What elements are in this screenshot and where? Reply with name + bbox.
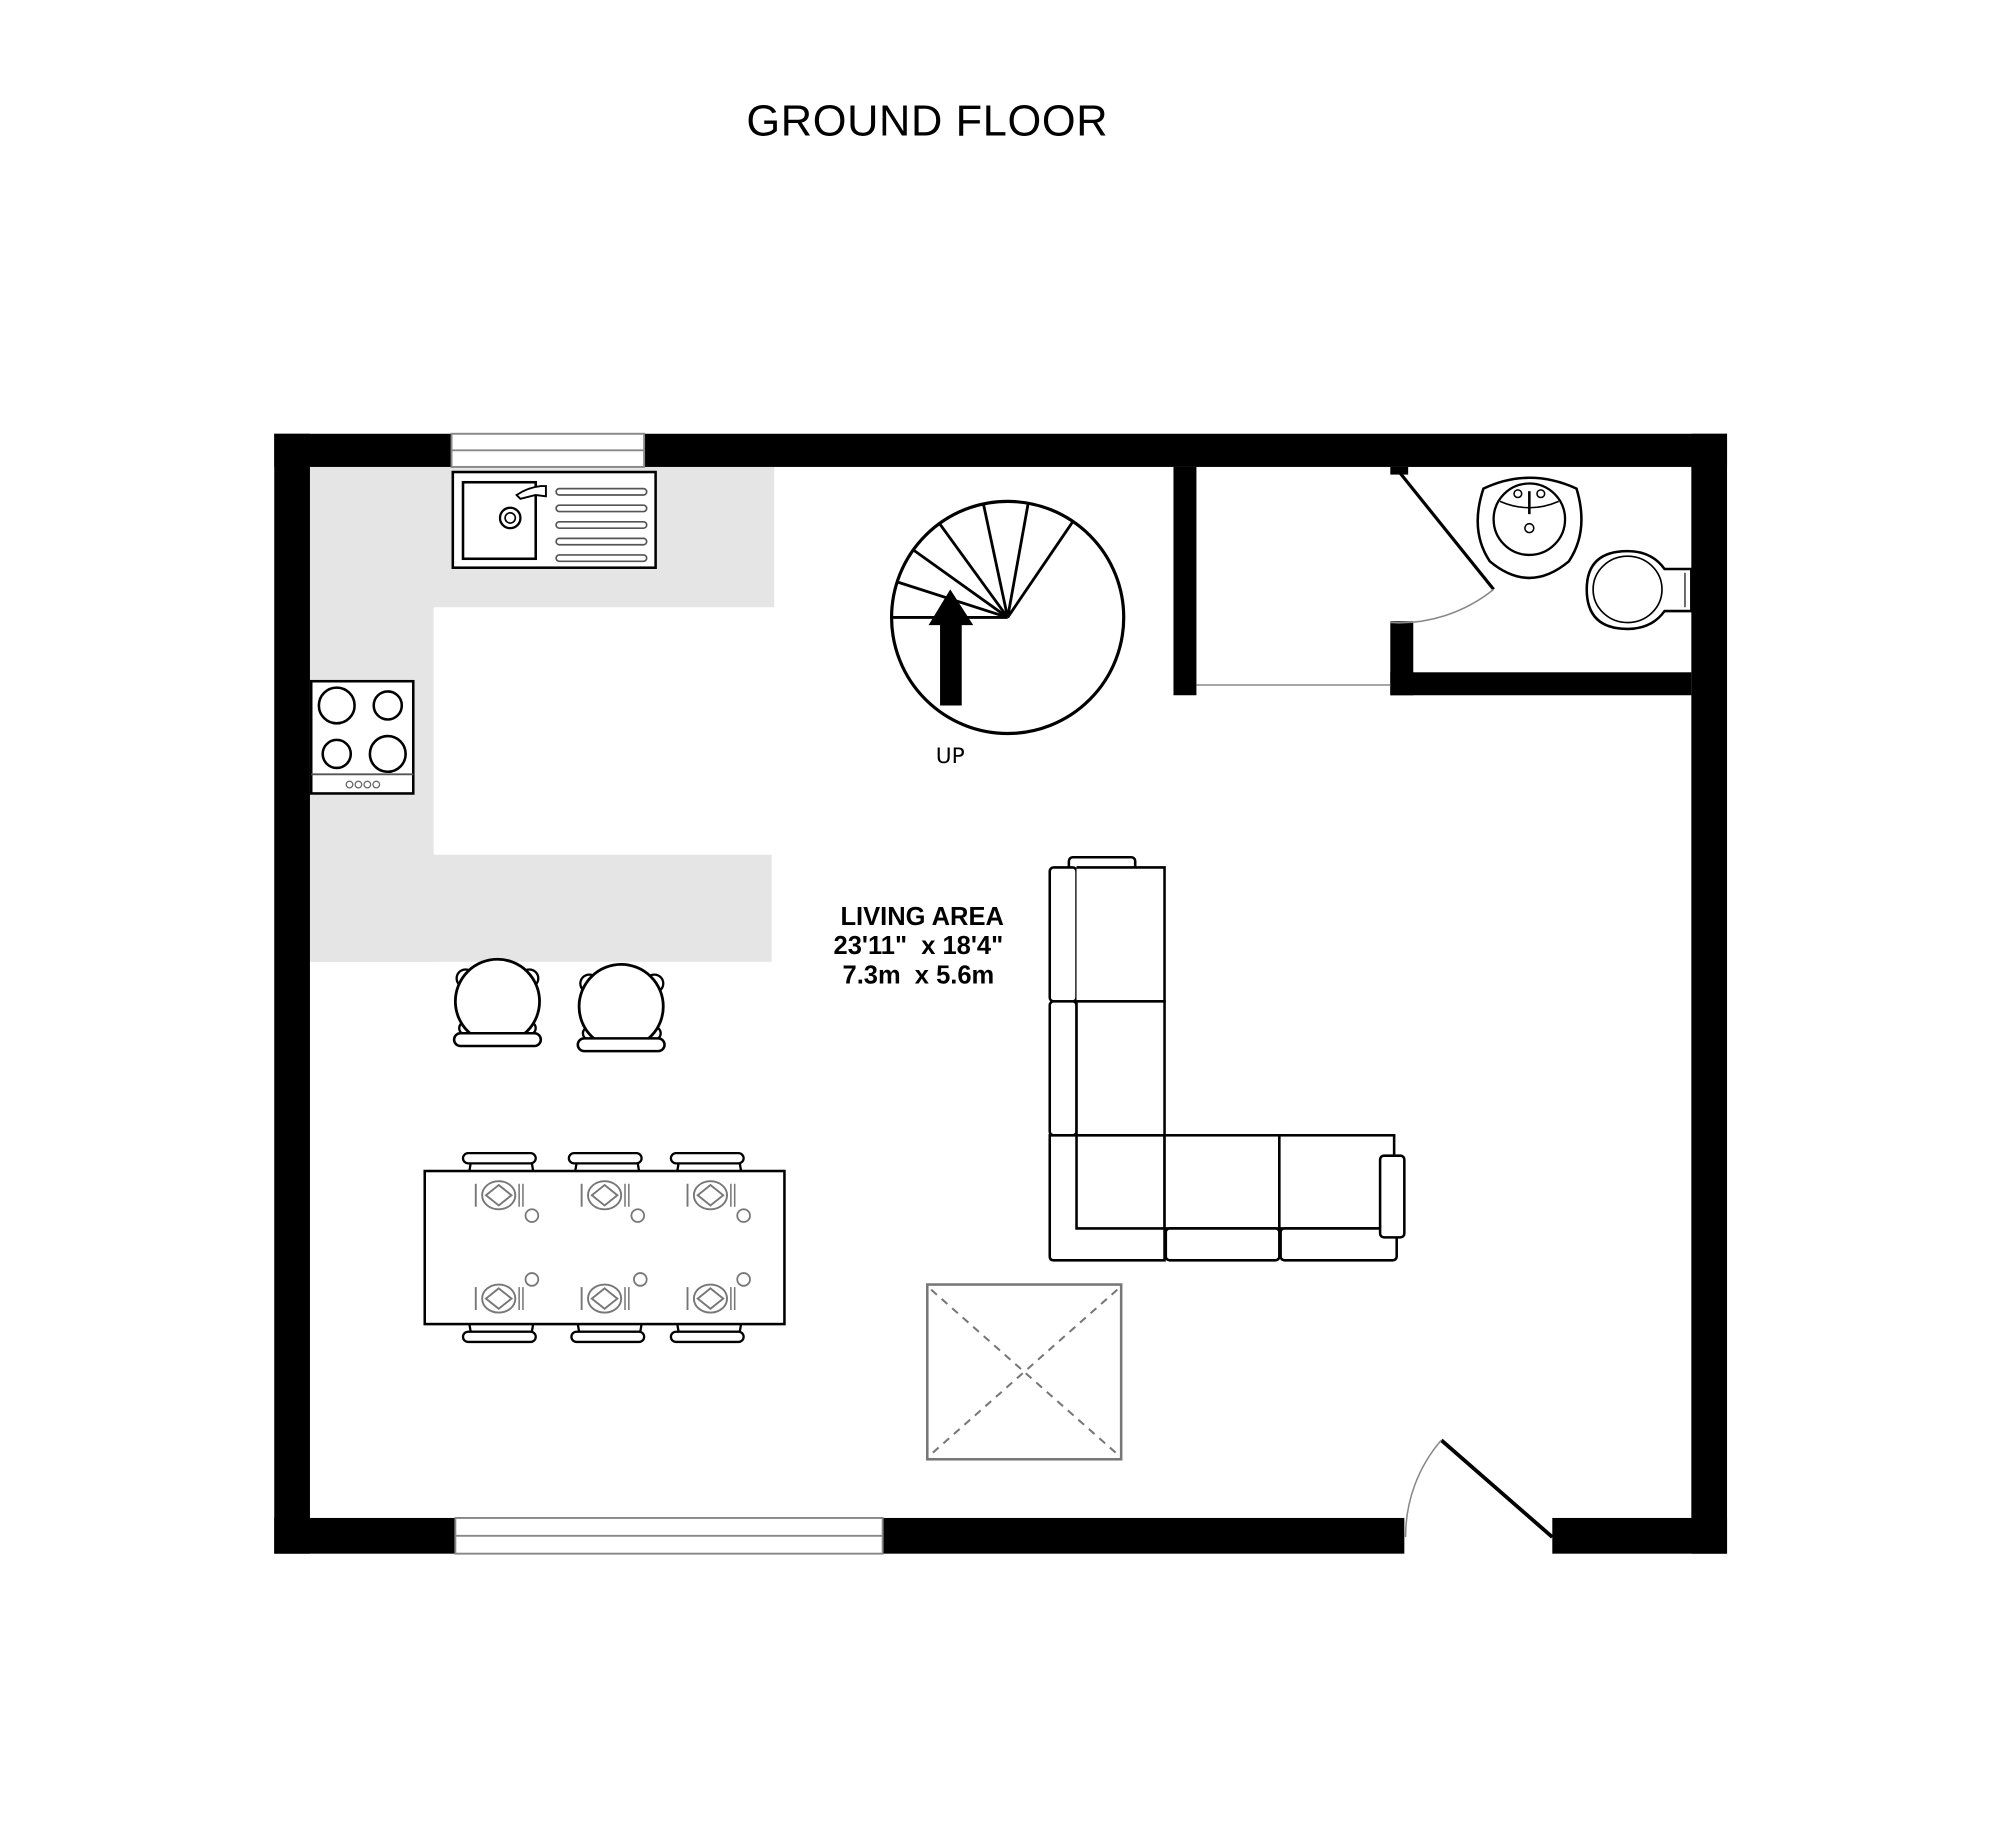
dining-chair bbox=[461, 1323, 537, 1344]
place-setting bbox=[474, 1180, 540, 1223]
dining-table-set bbox=[423, 1152, 786, 1344]
dining-chair bbox=[570, 1323, 646, 1344]
door-wc[interactable] bbox=[1390, 471, 1495, 624]
place-setting bbox=[686, 1272, 751, 1314]
place-setting bbox=[580, 1180, 646, 1223]
floor-title: GROUND FLOOR bbox=[746, 97, 1108, 145]
dining-chair bbox=[669, 1323, 745, 1344]
place-setting bbox=[686, 1180, 751, 1223]
dining-chair bbox=[669, 1152, 745, 1172]
bar-stool bbox=[576, 962, 666, 1053]
exterior-walls bbox=[274, 433, 1728, 1554]
kitchen-hob bbox=[309, 679, 415, 795]
room-label-living-area: LIVING AREA 23'11" x 18'4" 7.3m x 5.6m bbox=[834, 903, 1004, 990]
spiral-staircase: UP bbox=[889, 499, 1126, 769]
stair-up-label: UP bbox=[936, 744, 965, 769]
dining-chair bbox=[461, 1152, 537, 1172]
room-dimensions-metric: 7.3m x 5.6m bbox=[843, 962, 995, 990]
toilet bbox=[1585, 549, 1693, 631]
place-setting bbox=[474, 1272, 540, 1314]
window-front bbox=[454, 1516, 884, 1555]
bar-stool bbox=[452, 957, 543, 1048]
drainer-grooves bbox=[555, 487, 648, 563]
wc-walls bbox=[1173, 466, 1692, 696]
place-setting bbox=[580, 1272, 648, 1314]
l-shaped-sofa bbox=[1048, 855, 1406, 1262]
window-kitchen bbox=[450, 432, 646, 468]
door-front[interactable] bbox=[1404, 1438, 1554, 1539]
kitchen-sink bbox=[451, 470, 657, 569]
dining-chair bbox=[567, 1152, 643, 1172]
stair-up-arrow-icon bbox=[928, 589, 974, 706]
room-dimensions-imperial: 23'11" x 18'4" bbox=[834, 932, 1004, 960]
wash-basin bbox=[1476, 476, 1583, 580]
room-name: LIVING AREA bbox=[840, 903, 1003, 931]
rug-placeholder bbox=[926, 1283, 1123, 1461]
